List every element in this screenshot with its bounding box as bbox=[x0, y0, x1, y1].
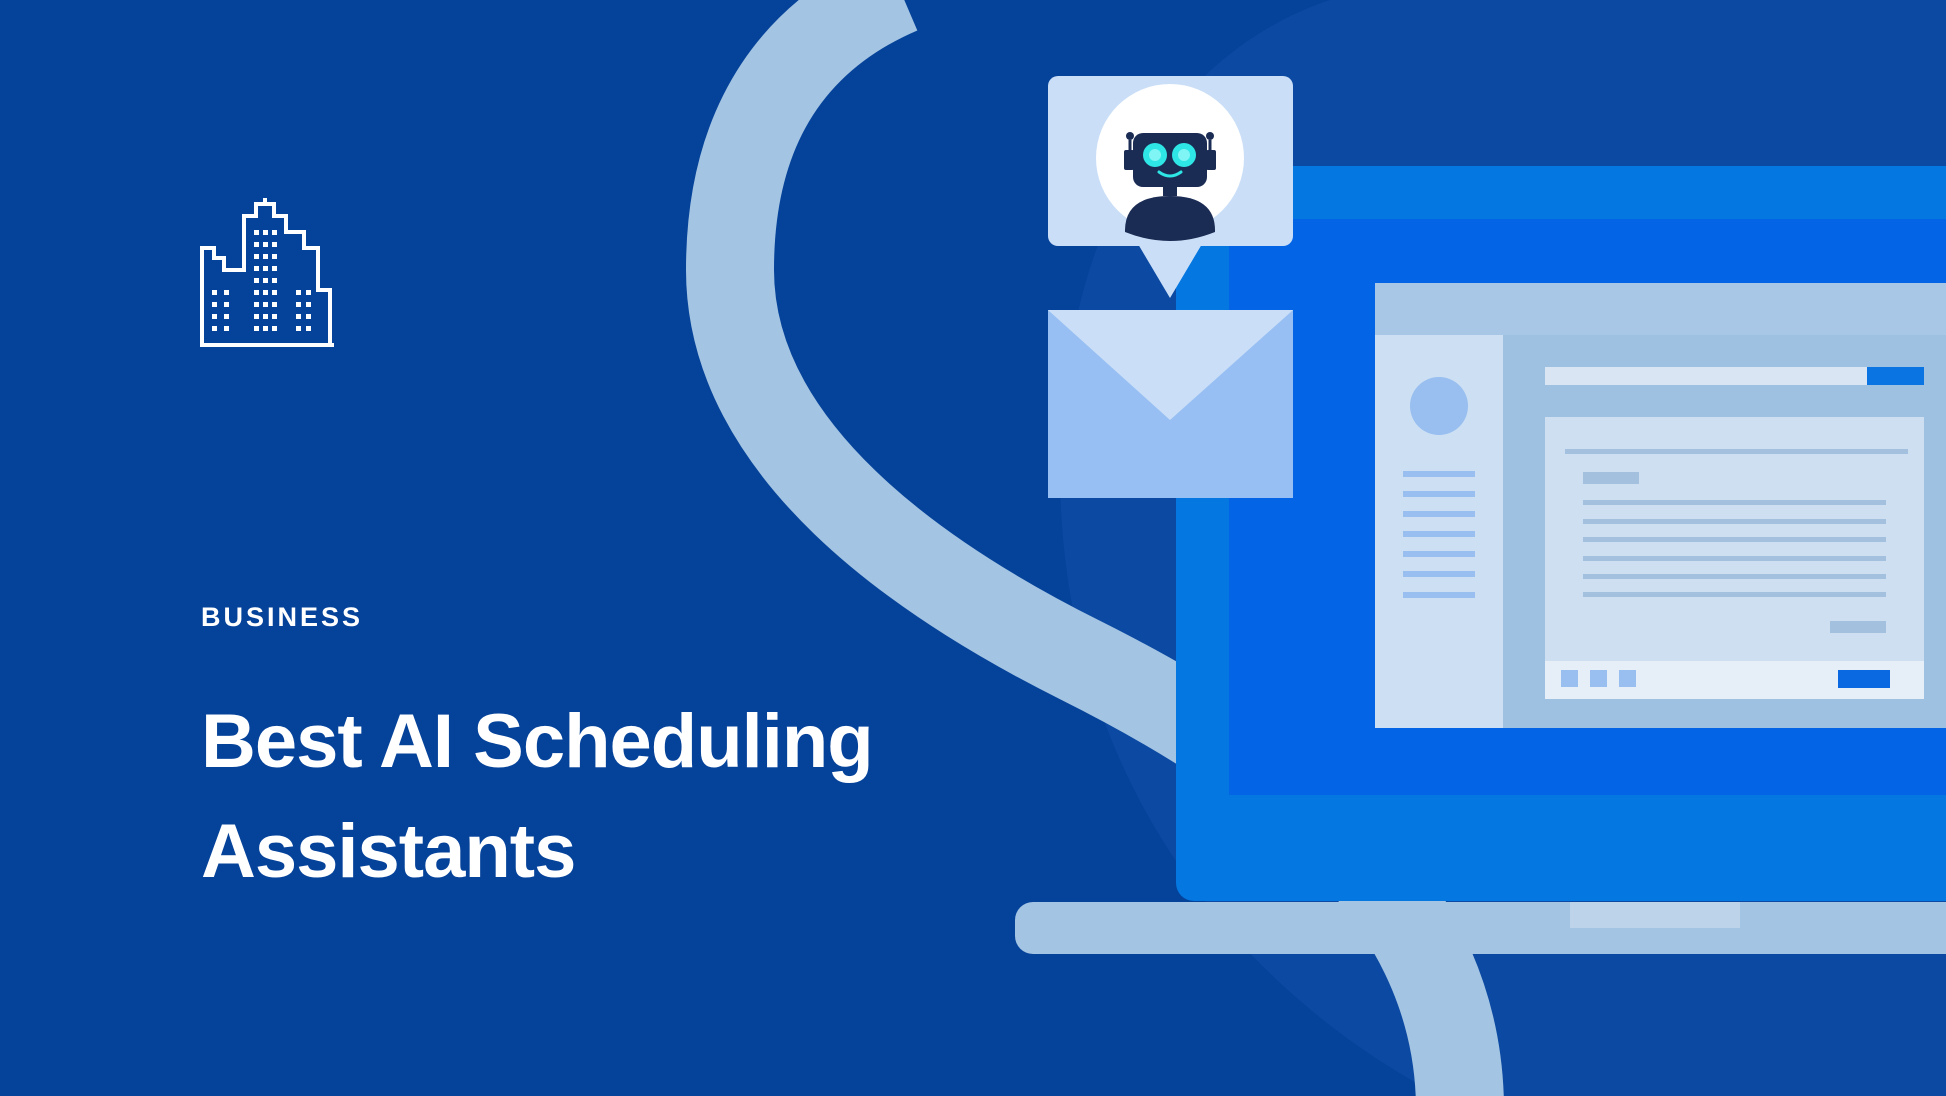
laptop-notch bbox=[1570, 902, 1740, 928]
window-titlebar bbox=[1375, 283, 1946, 335]
robot-icon bbox=[1124, 132, 1216, 241]
footer-square bbox=[1561, 670, 1578, 687]
sidebar-lines bbox=[1403, 471, 1475, 598]
envelope-flap bbox=[1048, 310, 1293, 420]
laptop-base bbox=[1015, 902, 1946, 954]
bubble-tail bbox=[1138, 244, 1202, 298]
footer-square bbox=[1590, 670, 1607, 687]
app-window bbox=[1375, 283, 1946, 728]
footer-square bbox=[1619, 670, 1636, 687]
search-bar bbox=[1545, 367, 1867, 385]
laptop-icon bbox=[1015, 166, 1946, 954]
speech-bubble bbox=[1048, 76, 1293, 298]
envelope-icon bbox=[1048, 310, 1293, 498]
search-button bbox=[1867, 367, 1924, 385]
hero-text: BUSINESS Best AI Scheduling Assistants bbox=[201, 604, 961, 907]
building-windows bbox=[212, 230, 311, 331]
title-line: Best AI Scheduling bbox=[201, 699, 874, 784]
category-label: BUSINESS bbox=[201, 602, 364, 632]
city-buildings-icon bbox=[200, 198, 334, 347]
avatar-circle-icon bbox=[1410, 377, 1468, 435]
title-line: Assistants bbox=[201, 809, 576, 894]
send-button bbox=[1838, 670, 1890, 688]
page-title: Best AI Scheduling Assistants bbox=[201, 687, 961, 907]
email-card-lines bbox=[1565, 449, 1908, 633]
